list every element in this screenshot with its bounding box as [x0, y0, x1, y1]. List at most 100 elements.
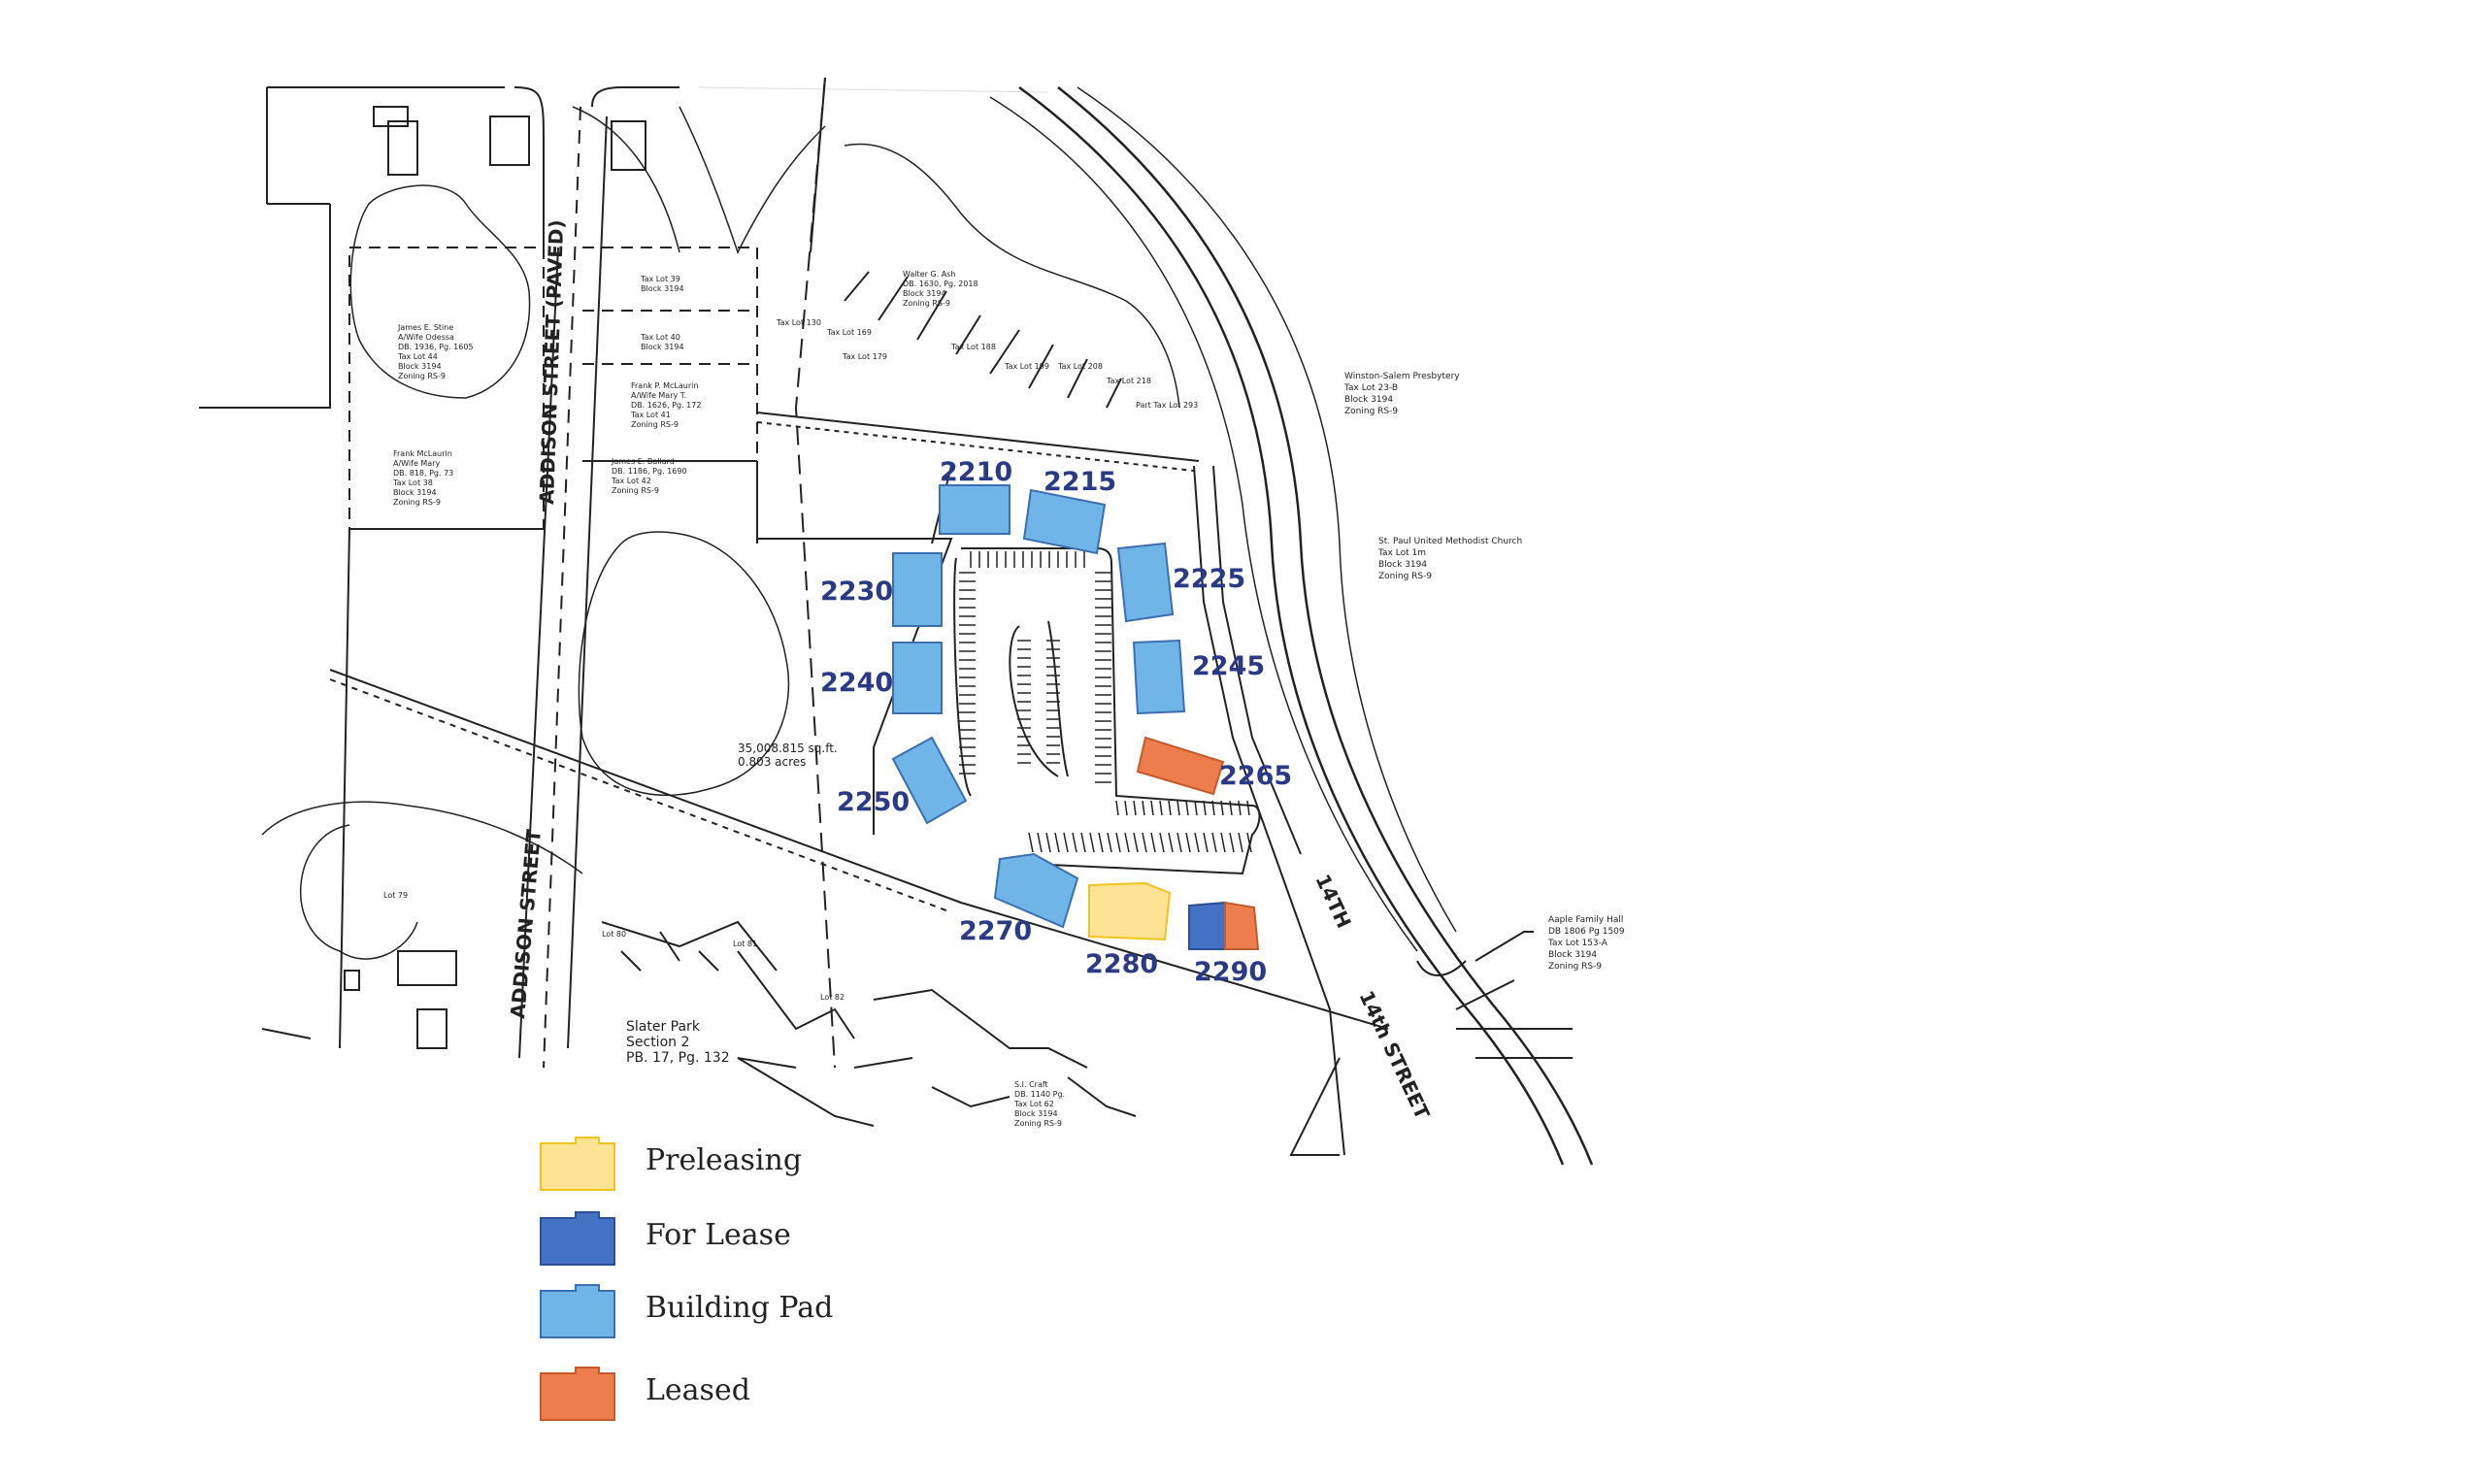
- svg-text:Tax Lot 188: Tax Lot 188: [950, 343, 996, 351]
- svg-text:Walter G. Ash: Walter G. Ash: [903, 270, 955, 279]
- legend-item-leased: Leased: [539, 1366, 927, 1424]
- building-2290-leased[interactable]: [1224, 901, 1260, 950]
- parcel-note-p5: Frank P. McLaurin A/Wife Mary T. DB. 162…: [630, 381, 701, 429]
- building-2245[interactable]: [1132, 639, 1186, 715]
- building-label-2240: 2240: [820, 668, 893, 698]
- svg-text:Frank McLaurin: Frank McLaurin: [393, 449, 452, 458]
- parcel-note-p12: Slater Park Section 2 PB. 17, Pg. 132: [626, 1019, 730, 1066]
- legend-item-for-lease: For Lease: [539, 1210, 927, 1269]
- svg-text:DB. 1936, Pg. 1605: DB. 1936, Pg. 1605: [398, 343, 474, 351]
- building-label-2230: 2230: [820, 577, 893, 607]
- leased-swatch: [540, 1367, 615, 1421]
- svg-text:Slater Park: Slater Park: [626, 1019, 701, 1035]
- svg-text:Zoning RS-9: Zoning RS-9: [393, 498, 441, 507]
- building-2230[interactable]: [892, 552, 943, 627]
- svg-text:Zoning RS-9: Zoning RS-9: [631, 420, 679, 429]
- svg-text:PB. 17, Pg. 132: PB. 17, Pg. 132: [626, 1050, 730, 1066]
- legend-item-building-pad: Building Pad: [539, 1283, 927, 1341]
- legend-label: For Lease: [646, 1218, 791, 1252]
- svg-text:DB. 1626, Pg. 172: DB. 1626, Pg. 172: [631, 401, 701, 410]
- svg-text:Block 3194: Block 3194: [393, 488, 437, 497]
- legend-label: Preleasing: [646, 1143, 803, 1177]
- svg-text:Block 3194: Block 3194: [641, 284, 684, 293]
- linework: [199, 77, 1594, 1166]
- svg-text:Winston-Salem Presbytery: Winston-Salem Presbytery: [1344, 372, 1460, 381]
- svg-text:Block 3194: Block 3194: [398, 362, 442, 371]
- building-label-2210: 2210: [940, 457, 1012, 487]
- parcel-note-p2: Frank McLaurin A/Wife Mary DB. 818, Pg. …: [392, 449, 453, 507]
- building-label-2270: 2270: [959, 916, 1032, 946]
- svg-text:Block 3194: Block 3194: [903, 289, 946, 298]
- building-2215[interactable]: [1022, 488, 1107, 555]
- svg-text:Tax Lot 38: Tax Lot 38: [392, 478, 433, 487]
- building-2250[interactable]: [891, 736, 968, 825]
- buildings: [891, 484, 1260, 950]
- svg-text:Tax Lot 208: Tax Lot 208: [1057, 362, 1103, 371]
- building-2265[interactable]: [1136, 736, 1225, 796]
- parking-stripes: [959, 551, 1252, 853]
- svg-text:James E. Ballard: James E. Ballard: [611, 457, 675, 466]
- building-2290-for-lease[interactable]: [1188, 901, 1226, 950]
- for-lease-swatch: [540, 1211, 615, 1266]
- svg-text:Tax Lot 44: Tax Lot 44: [397, 352, 438, 361]
- lot-79-label: Lot 79: [383, 891, 408, 900]
- svg-text:Tax Lot 179: Tax Lot 179: [842, 352, 887, 361]
- svg-text:Aaple Family Hall: Aaple Family Hall: [1548, 915, 1623, 925]
- legend-item-preleasing: Preleasing: [539, 1136, 927, 1194]
- svg-text:Block 3194: Block 3194: [1344, 395, 1393, 405]
- building-label-2280: 2280: [1085, 949, 1158, 979]
- svg-text:Tax Lot 218: Tax Lot 218: [1106, 377, 1151, 385]
- lot-82-label: Lot 82: [820, 993, 845, 1002]
- svg-text:DB 1806 Pg 1509: DB 1806 Pg 1509: [1548, 927, 1625, 937]
- building-2280[interactable]: [1088, 881, 1172, 941]
- svg-text:35,008.815 sq.ft.: 35,008.815 sq.ft.: [738, 742, 838, 755]
- lot-81-label: Lot 81: [733, 940, 757, 948]
- building-label-2215: 2215: [1044, 467, 1116, 497]
- parcel-note-p4: Tax Lot 40 Block 3194: [640, 333, 684, 351]
- svg-text:Tax Lot 199: Tax Lot 199: [1004, 362, 1049, 371]
- building-2240[interactable]: [892, 642, 943, 714]
- svg-text:Zoning RS-9: Zoning RS-9: [612, 486, 659, 495]
- lot-80-label: Lot 80: [602, 930, 626, 939]
- building-pad-swatch: [540, 1284, 615, 1338]
- parcel-note-p11: S.I. Craft DB. 1140 Pg. Tax Lot 62 Block…: [1013, 1080, 1065, 1128]
- svg-text:Tax Lot 23-B: Tax Lot 23-B: [1343, 383, 1398, 393]
- svg-text:Section 2: Section 2: [626, 1035, 689, 1050]
- parcel-note-p10: Aaple Family Hall DB 1806 Pg 1509 Tax Lo…: [1547, 915, 1625, 972]
- legend-label: Leased: [646, 1373, 750, 1407]
- svg-text:Tax Lot 40: Tax Lot 40: [640, 333, 680, 342]
- svg-text:Zoning RS-9: Zoning RS-9: [1378, 572, 1432, 581]
- building-label-2245: 2245: [1192, 651, 1265, 681]
- svg-text:A/Wife Mary T.: A/Wife Mary T.: [631, 391, 686, 400]
- svg-text:S.I. Craft: S.I. Craft: [1014, 1080, 1048, 1089]
- svg-text:Zoning RS-9: Zoning RS-9: [1014, 1119, 1062, 1128]
- svg-text:Tax Lot 130: Tax Lot 130: [776, 318, 821, 327]
- parcel-note-p9: St. Paul United Methodist Church Tax Lot…: [1377, 537, 1522, 581]
- building-2210[interactable]: [939, 484, 1011, 535]
- parcel-note-p6: James E. Ballard DB. 1186, Pg. 1690 Tax …: [611, 457, 687, 495]
- preleasing-swatch: [540, 1137, 615, 1191]
- 14th-upper-label: 14TH: [1310, 871, 1355, 932]
- parcel-note-p8: Winston-Salem Presbytery Tax Lot 23-B Bl…: [1343, 372, 1460, 416]
- svg-text:St. Paul United Methodist Chur: St. Paul United Methodist Church: [1378, 537, 1522, 546]
- building-2270[interactable]: [993, 852, 1079, 929]
- svg-text:Tax Lot 62: Tax Lot 62: [1013, 1100, 1054, 1108]
- svg-text:DB. 1630, Pg. 2018: DB. 1630, Pg. 2018: [903, 280, 978, 288]
- svg-text:A/Wife Odessa: A/Wife Odessa: [398, 333, 454, 342]
- building-label-2225: 2225: [1173, 564, 1245, 594]
- svg-text:Zoning RS-9: Zoning RS-9: [1344, 407, 1398, 416]
- svg-text:A/Wife Mary: A/Wife Mary: [393, 459, 441, 468]
- svg-text:Tax Lot 39: Tax Lot 39: [640, 275, 680, 283]
- svg-text:Part Tax Lot 293: Part Tax Lot 293: [1136, 401, 1198, 410]
- legend-label: Building Pad: [646, 1291, 834, 1325]
- building-label-2265: 2265: [1219, 761, 1292, 791]
- area-note: 35,008.815 sq.ft. 0.803 acres: [738, 742, 838, 769]
- building-2225[interactable]: [1116, 542, 1175, 623]
- svg-text:DB. 1186, Pg. 1690: DB. 1186, Pg. 1690: [612, 467, 687, 476]
- svg-text:Zoning RS-9: Zoning RS-9: [398, 372, 446, 380]
- svg-text:Tax Lot 169: Tax Lot 169: [826, 328, 872, 337]
- svg-text:James E. Stine: James E. Stine: [397, 323, 453, 332]
- svg-text:Zoning RS-9: Zoning RS-9: [1548, 962, 1602, 972]
- addison-street-lower-label: ADDISON STREET: [506, 828, 546, 1019]
